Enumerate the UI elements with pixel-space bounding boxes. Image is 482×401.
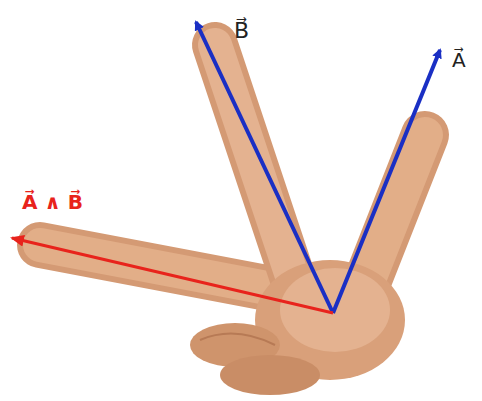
vector-label: A⃗ — [452, 48, 466, 72]
vector-cross-product — [12, 238, 333, 313]
index-finger — [215, 45, 300, 300]
vector-a — [333, 50, 440, 313]
index-finger-light — [215, 45, 300, 300]
vector-b — [196, 22, 333, 313]
cross-product-label: A⃗ ∧ B⃗ — [22, 190, 83, 214]
finger-crease — [200, 334, 275, 345]
vector-label: B⃗ — [234, 18, 249, 44]
folded-finger — [220, 355, 320, 395]
